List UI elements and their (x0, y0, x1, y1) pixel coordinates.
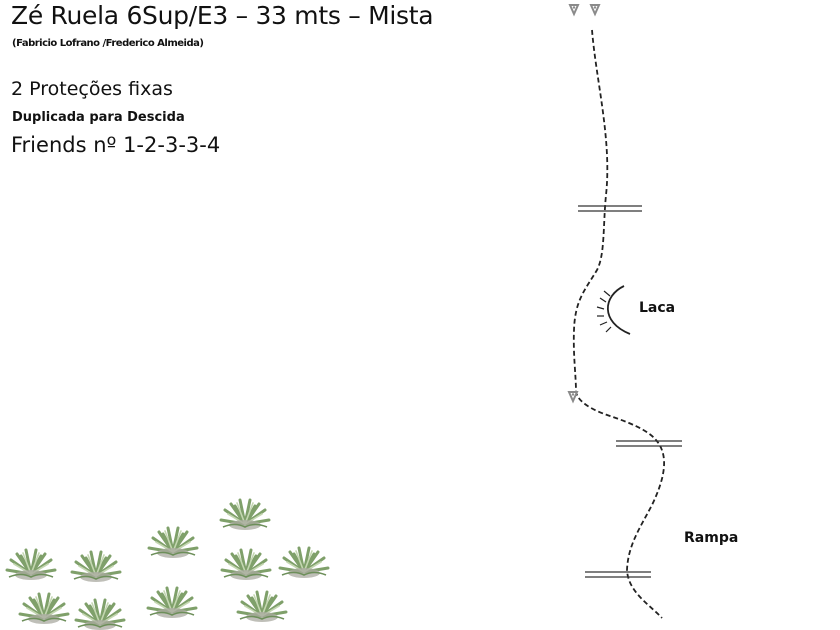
fixed-bolt-icon (568, 391, 578, 402)
feature-label-rampa: Rampa (684, 530, 739, 546)
bromeliad-icon (5, 498, 330, 630)
feature-label-laca: Laca (639, 300, 676, 316)
route-line (572, 29, 665, 619)
fixed-protections: 2 Proteções fixas (11, 78, 173, 100)
ledge-icon (578, 205, 682, 578)
route-authors: (Fabricio Lofrano /Frederico Almeida) (12, 38, 204, 49)
anchor-bolt-icon (569, 4, 600, 15)
flake-icon (596, 285, 631, 335)
descent-note: Duplicada para Descida (12, 110, 185, 125)
route-title: Zé Ruela 6Sup/E3 – 33 mts – Mista (11, 1, 434, 30)
friends-rack: Friends nº 1-2-3-3-4 (11, 133, 221, 157)
